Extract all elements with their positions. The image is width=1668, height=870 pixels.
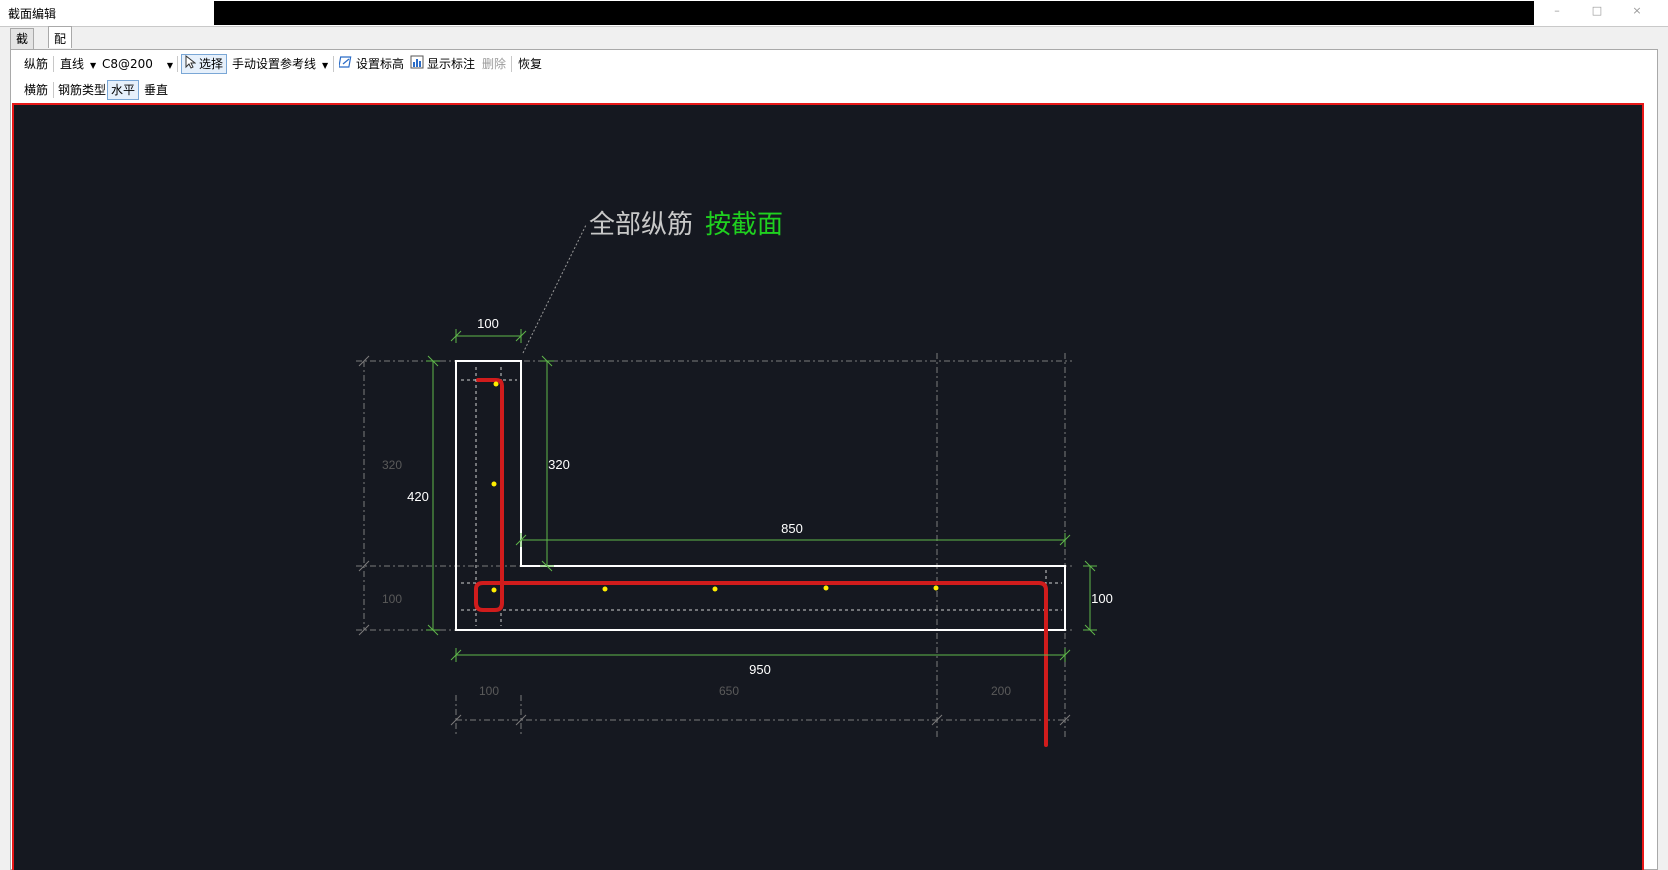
note-label: 全部纵筋	[589, 210, 693, 240]
grid-ticks	[358, 355, 1071, 726]
section-outline[interactable]	[455, 360, 1066, 631]
dim-top-span: 850	[781, 521, 803, 536]
dim-left-outer: 420	[407, 489, 429, 504]
window-title: 截面编辑	[8, 7, 57, 21]
select-button[interactable]: 选择	[181, 54, 228, 74]
vertical-button[interactable]: 垂直	[144, 83, 169, 97]
cover-lines	[461, 367, 1062, 626]
toolbar-divider	[53, 56, 54, 72]
show-label-label: 显示标注	[427, 57, 476, 71]
minimize-icon[interactable]: –	[1554, 4, 1560, 17]
rebar-node[interactable]	[491, 587, 497, 593]
toolbar-divider	[333, 56, 334, 72]
grid-lines	[356, 353, 1072, 737]
horizontal-button[interactable]: 水平	[107, 80, 140, 100]
rebar-nodes	[491, 381, 939, 593]
redacted-region	[214, 1, 1534, 25]
grid-a: 100	[479, 684, 499, 698]
tab-section[interactable]: 截面	[10, 28, 35, 66]
rebar-node[interactable]	[823, 585, 829, 591]
pointer-icon	[185, 54, 197, 74]
rebar-node[interactable]	[933, 585, 939, 591]
dim-bottom-total: 950	[749, 662, 771, 677]
rebar-path[interactable]	[474, 378, 1048, 747]
delete-button[interactable]: 删除	[482, 57, 507, 71]
leader-line	[522, 224, 587, 354]
set-elevation-label: 设置标高	[356, 57, 405, 71]
dimension-texts: 100 420 320 850 100 950	[407, 316, 1113, 677]
rebar-node[interactable]	[491, 481, 497, 487]
drawing-canvas[interactable]: 100 420 320 850 100 950 320 100 100 650 …	[12, 103, 1644, 870]
show-label-button[interactable]: 显示标注	[407, 54, 478, 74]
line-type-dropdown[interactable]: 直线 ▼	[57, 54, 99, 74]
chevron-down-icon: ▼	[90, 61, 97, 70]
rebar-node[interactable]	[493, 381, 499, 387]
grid-texts: 320 100 100 650 200	[382, 458, 1011, 698]
manual-ref-dropdown[interactable]: 手动设置参考线 ▼	[229, 54, 331, 74]
close-icon[interactable]: ×	[1632, 4, 1642, 17]
elevation-icon	[338, 55, 353, 75]
maximize-icon[interactable]: □	[1591, 4, 1603, 17]
title-bar: 截面编辑 – □ ×	[0, 0, 1668, 27]
line-type-value: 直线	[60, 57, 85, 71]
select-label: 选择	[199, 57, 224, 71]
bar-type-label: 钢筋类型:	[58, 83, 111, 97]
grid-b: 650	[719, 684, 739, 698]
grid-c: 200	[991, 684, 1011, 698]
tab-reinforcement[interactable]: 配筋	[48, 26, 73, 70]
longitudinal-button[interactable]: 纵筋	[24, 57, 49, 71]
chevron-down-icon: ▼	[322, 61, 329, 70]
manual-ref-label: 手动设置参考线	[232, 57, 317, 71]
dim-top-width: 100	[477, 316, 499, 331]
rebar-node[interactable]	[602, 586, 608, 592]
grid-left-inner: 320	[382, 458, 402, 472]
toolbar-divider	[53, 82, 54, 98]
grid-left-bottom: 100	[382, 592, 402, 606]
dimension-lines	[426, 329, 1097, 662]
spec-value: C8@200	[102, 57, 153, 71]
dim-right-height: 100	[1091, 591, 1113, 606]
transverse-button[interactable]: 横筋	[24, 83, 49, 97]
toolbar-divider	[511, 56, 512, 72]
chevron-down-icon: ▼	[166, 61, 174, 70]
spec-dropdown[interactable]: C8@200 ▼	[99, 54, 176, 74]
dim-inner-height: 320	[548, 457, 570, 472]
rebar-node[interactable]	[712, 586, 718, 592]
set-elevation-button[interactable]: 设置标高	[336, 54, 407, 74]
section-drawing: 100 420 320 850 100 950 320 100 100 650 …	[356, 210, 1113, 747]
label-chart-icon	[410, 55, 424, 75]
toolbar-divider	[177, 56, 178, 72]
restore-button[interactable]: 恢复	[518, 57, 543, 71]
note-value[interactable]: 按截面	[705, 210, 783, 240]
window-controls: – □ ×	[1548, 4, 1660, 22]
